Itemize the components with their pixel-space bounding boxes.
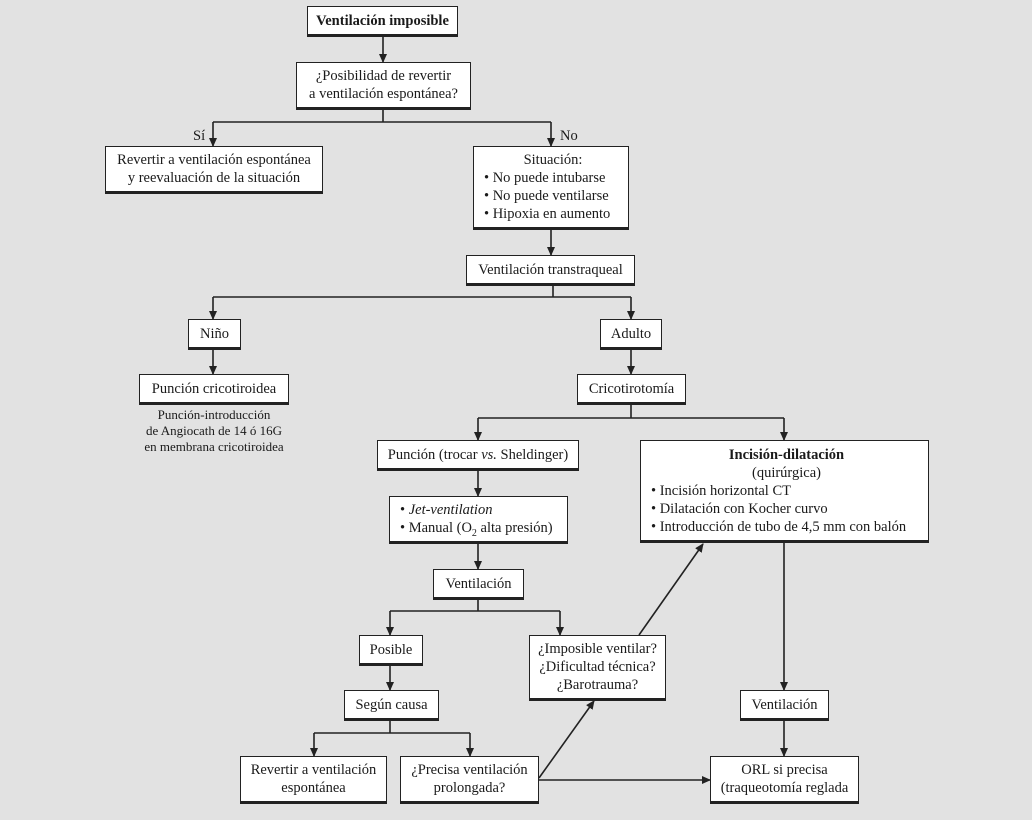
connector-impossible-incision bbox=[638, 543, 704, 636]
node-text: Punción cricotiroidea bbox=[151, 380, 277, 397]
incision-item: Introducción de tubo de 4,5 mm con balón bbox=[651, 518, 906, 536]
node-text: ¿Precisa ventilación bbox=[411, 762, 528, 778]
node-text: ¿Barotrauma? bbox=[556, 677, 639, 693]
node-revert-spontaneous-2: Revertir a ventilación espontánea bbox=[240, 756, 387, 804]
node-text: (traqueotomía reglada bbox=[720, 780, 849, 796]
node-per-cause: Según causa bbox=[344, 690, 439, 721]
node-text: ¿Posibilidad de revertir bbox=[315, 68, 452, 84]
situation-item: Hipoxia en aumento bbox=[484, 205, 611, 223]
node-puncture: Punción (trocar vs. Sheldinger) bbox=[377, 440, 579, 471]
node-situation: Situación: No puede intubarse No puede v… bbox=[473, 146, 629, 230]
node-text: Ventilación transtraqueal bbox=[478, 261, 623, 278]
node-text: Según causa bbox=[355, 696, 428, 713]
node-revert-spontaneous: Revertir a ventilación espontánea y reev… bbox=[105, 146, 323, 194]
node-text: Cricotirotomía bbox=[588, 380, 675, 397]
node-ventilation-1: Ventilación bbox=[433, 569, 524, 600]
node-impossible: ¿Imposible ventilar? ¿Dificultad técnica… bbox=[529, 635, 666, 701]
note-cricothyroid-puncture: Punción-introducción de Angiocath de 14 … bbox=[128, 407, 300, 455]
puncture-text: Punción (trocar vs. Sheldinger) bbox=[388, 446, 568, 464]
node-adult: Adulto bbox=[600, 319, 662, 350]
node-text: Adulto bbox=[610, 325, 652, 342]
node-child: Niño bbox=[188, 319, 241, 350]
node-text: Ventilación imposible bbox=[316, 12, 449, 29]
manual-suffix: alta presión) bbox=[476, 520, 553, 536]
node-ventilation-2: Ventilación bbox=[740, 690, 829, 721]
node-text: Revertir a ventilación espontánea bbox=[117, 152, 311, 168]
situation-item: No puede intubarse bbox=[484, 169, 606, 187]
manual-subscript: 2 bbox=[471, 527, 477, 539]
node-jet-ventilation: Jet-ventilation Manual (O2 alta presión) bbox=[389, 496, 568, 544]
node-transtracheal: Ventilación transtraqueal bbox=[466, 255, 635, 286]
incision-subtitle: (quirúrgica) bbox=[752, 464, 821, 481]
node-incision-dilation: Incisión-dilatación (quirúrgica) Incisió… bbox=[640, 440, 929, 543]
puncture-suffix: Sheldinger) bbox=[496, 446, 569, 463]
incision-title: Incisión-dilatación bbox=[728, 446, 845, 463]
node-text: prolongada? bbox=[433, 780, 506, 796]
manual-item: Manual (O2 alta presión) bbox=[400, 519, 553, 539]
note-line: de Angiocath de 14 ó 16G bbox=[145, 423, 283, 438]
node-cricothyroid-puncture: Punción cricotiroidea bbox=[139, 374, 289, 405]
node-text: Ventilación bbox=[445, 575, 512, 592]
node-text: ¿Imposible ventilar? bbox=[538, 641, 657, 657]
node-text: Niño bbox=[200, 325, 229, 342]
situation-title: Situación: bbox=[523, 152, 583, 168]
node-ventilation-impossible: Ventilación imposible bbox=[307, 6, 458, 37]
node-text: Posible bbox=[369, 641, 413, 658]
node-text: y reevaluación de la situación bbox=[127, 170, 301, 186]
label-no: No bbox=[560, 128, 578, 144]
situation-item: No puede ventilarse bbox=[484, 187, 609, 205]
node-text: Ventilación bbox=[751, 696, 818, 713]
incision-item: Dilatación con Kocher curvo bbox=[651, 500, 828, 518]
jet-item: Jet-ventilation bbox=[400, 501, 493, 519]
node-possible: Posible bbox=[359, 635, 423, 666]
node-text: a ventilación espontánea? bbox=[309, 86, 458, 102]
node-text: ORL si precisa bbox=[741, 762, 828, 778]
jet-item-text: Jet-ventilation bbox=[408, 502, 493, 518]
note-line: Punción-introducción bbox=[157, 407, 271, 422]
node-text: ¿Dificultad técnica? bbox=[539, 659, 656, 675]
node-cricothyrotomy: Cricotirotomía bbox=[577, 374, 686, 405]
node-ent: ORL si precisa (traqueotomía reglada bbox=[710, 756, 859, 804]
node-prolonged-ventilation: ¿Precisa ventilación prolongada? bbox=[400, 756, 539, 804]
label-yes: Sí bbox=[193, 128, 206, 144]
manual-prefix: Manual (O bbox=[408, 520, 472, 536]
puncture-italic: vs. bbox=[481, 446, 497, 463]
note-line: en membrana cricotiroidea bbox=[144, 439, 284, 454]
incision-item: Incisión horizontal CT bbox=[651, 482, 791, 500]
node-text: Revertir a ventilación bbox=[250, 762, 377, 778]
puncture-prefix: Punción (trocar bbox=[387, 446, 482, 463]
connector-prolonged-impossible bbox=[538, 700, 595, 779]
node-text: espontánea bbox=[281, 780, 346, 796]
node-revert-question: ¿Posibilidad de revertir a ventilación e… bbox=[296, 62, 471, 110]
